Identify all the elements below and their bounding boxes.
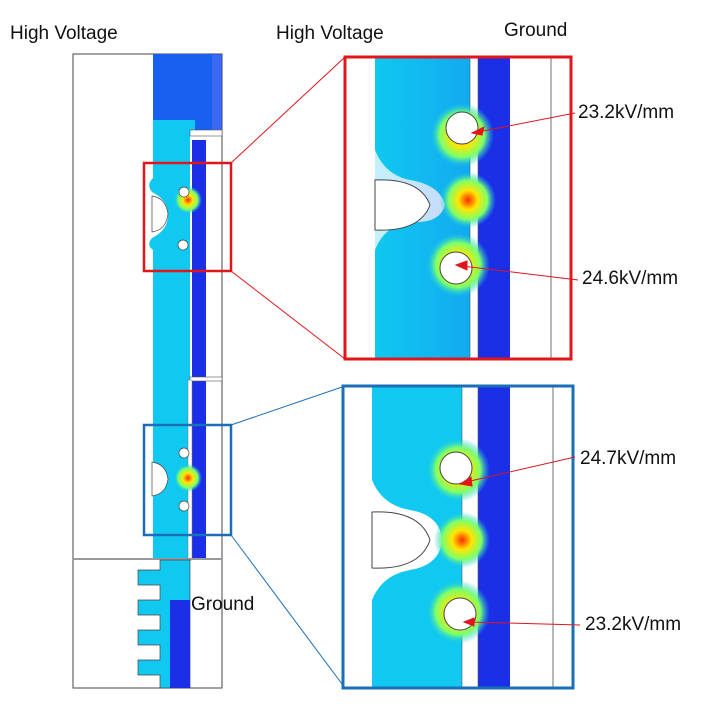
top-zoom-field — [345, 57, 571, 359]
zoom-high-voltage-label: High Voltage — [276, 23, 384, 44]
overview-geometry — [72, 53, 233, 689]
insulator-body — [149, 54, 212, 560]
annotation-arrows — [454, 112, 581, 627]
red-detail-box — [142, 161, 233, 273]
annotation-top-lower: 24.6kV/mm — [582, 268, 679, 289]
ground-strip — [192, 140, 206, 560]
overview-ground-label: Ground — [191, 594, 255, 615]
zoom-ground-label: Ground — [504, 20, 568, 41]
overview-high-voltage-label: High Voltage — [10, 23, 118, 44]
bottom-zoom-field — [345, 386, 571, 688]
annotation-bottom-lower: 23.2kV/mm — [585, 614, 682, 635]
blue-detail-box — [142, 423, 233, 537]
top-field-region — [153, 54, 222, 130]
bottom-zoom-frame — [341, 384, 575, 690]
annotation-top-upper: 23.2kV/mm — [578, 102, 675, 123]
annotation-bottom-upper: 24.7kV/mm — [580, 448, 677, 469]
top-zoom-frame — [343, 55, 573, 361]
